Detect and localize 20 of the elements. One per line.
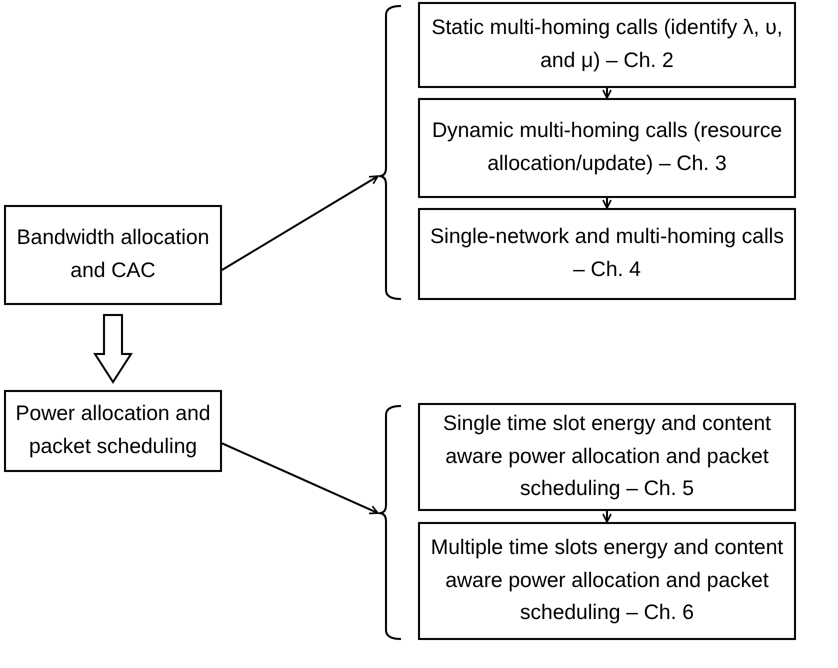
box-text: Multiple time slots energy and content aware power allocation and packet scheduling – Ch. 6 bbox=[430, 535, 784, 626]
box-text: Bandwidth allocation and CAC bbox=[16, 225, 210, 284]
process-box bbox=[4, 390, 222, 472]
process-box bbox=[418, 522, 796, 640]
process-box bbox=[418, 2, 796, 88]
box-text: Single time slot energy and content aware power allocation and packet scheduling – Ch. 5 bbox=[442, 411, 772, 502]
arrow bbox=[602, 198, 612, 209]
process-box bbox=[418, 208, 796, 300]
box-text: Static multi-homing calls (identify λ, υ, and μ) – Ch. 2 bbox=[430, 15, 784, 74]
box-text: Dynamic multi-homing calls (resource allocation/update) – Ch. 3 bbox=[430, 118, 784, 177]
arrow bbox=[602, 88, 612, 99]
process-box bbox=[418, 98, 796, 198]
arrow bbox=[602, 511, 612, 523]
block-arrow bbox=[93, 314, 133, 384]
process-box bbox=[4, 205, 222, 305]
box-text: Power allocation and packet scheduling bbox=[14, 401, 212, 460]
arrow bbox=[222, 442, 379, 514]
box-text: Single-network and multi-homing calls – Ch. 4 bbox=[429, 224, 785, 283]
arrow bbox=[221, 175, 379, 271]
process-box bbox=[418, 403, 796, 511]
